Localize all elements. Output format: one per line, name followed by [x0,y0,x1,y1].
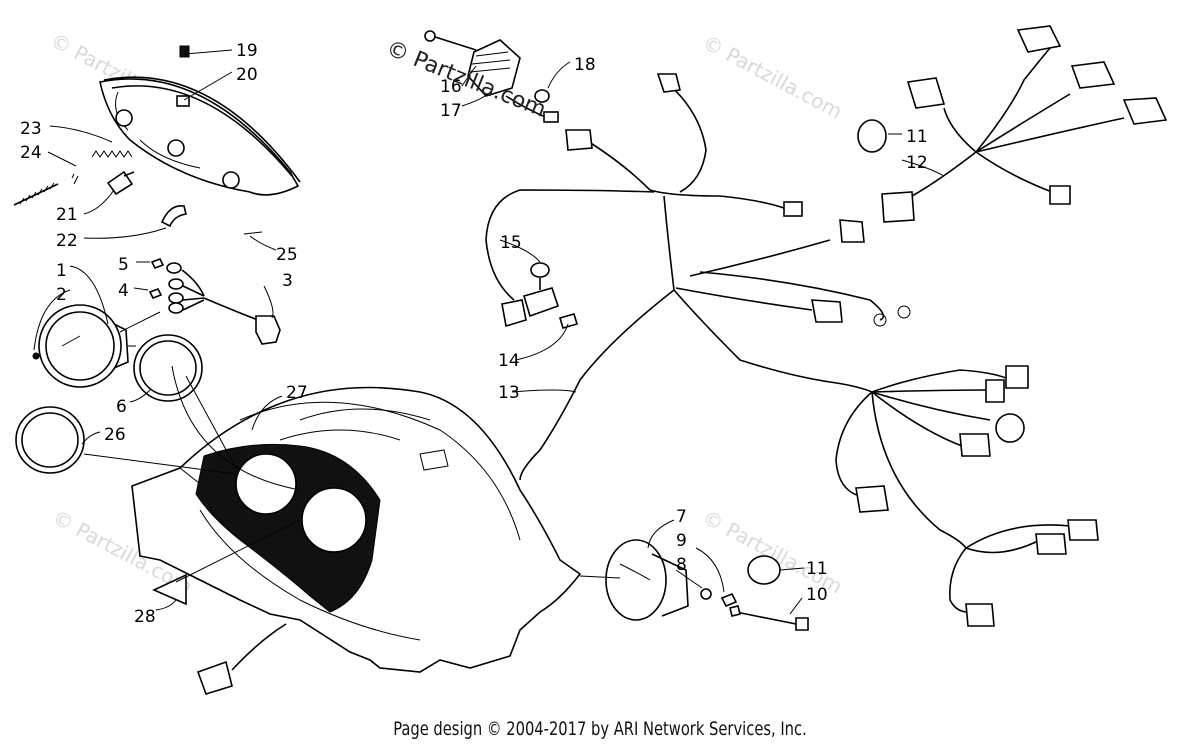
callout-11: 11 [906,127,928,147]
decal-triangle[interactable] [152,573,187,606]
callout-1: 1 [56,261,67,281]
wire-clamp[interactable] [857,119,887,153]
gauge-bezel-ring-large[interactable] [15,406,85,474]
callout-25: 25 [276,245,298,265]
callout-16: 16 [440,77,462,97]
leader-lines [33,49,945,615]
callout-22: 22 [56,231,78,251]
housing-nut[interactable] [720,592,738,608]
fuse-holder[interactable] [523,287,578,329]
callout-2: 2 [56,285,67,305]
callout-3: 3 [282,271,293,291]
callout-10: 10 [806,585,828,605]
adjust-screw[interactable] [13,173,79,206]
callout-20: 20 [236,65,258,85]
callout-17: 17 [440,101,462,121]
callout-21: 21 [56,205,78,225]
callout-12: 12 [906,153,928,173]
callout-19: 19 [236,41,258,61]
headlight-assembly[interactable] [99,45,301,196]
headlight-bulb[interactable] [106,170,135,196]
dash-connector[interactable] [196,623,287,695]
headlight-clip[interactable] [243,231,263,235]
callout-26: 26 [104,425,126,445]
callout-7: 7 [676,507,687,527]
headlight-harness[interactable] [881,25,1168,223]
housing-washer[interactable] [700,588,712,600]
callout-4: 4 [118,281,129,301]
adjust-spring[interactable] [91,150,133,158]
callout-18: 18 [574,55,596,75]
callout-11: 11 [806,559,828,579]
clamp-ring[interactable] [747,555,781,585]
gauge-bezel-ring[interactable] [133,334,203,402]
dash-panel[interactable] [131,386,582,673]
callout-8: 8 [676,555,687,575]
callout-6: 6 [116,397,127,417]
gauge-housing[interactable] [605,539,689,621]
gauge-harness[interactable] [181,269,281,345]
callout-15: 15 [500,233,522,253]
main-wiring-harness[interactable] [485,73,911,481]
callout-23: 23 [20,119,42,139]
callout-24: 24 [20,143,42,163]
bulb-boot[interactable] [160,205,187,228]
callout-27: 27 [286,383,308,403]
gauge-assembly[interactable] [32,304,136,388]
rear-harness-branch[interactable] [835,365,1099,627]
callout-9: 9 [676,531,687,551]
callout-5: 5 [118,255,129,275]
speedometer-cable[interactable] [729,605,809,631]
callout-14: 14 [498,351,520,371]
fuse[interactable] [530,262,550,290]
callout-labels: 19 20 23 24 21 22 25 1 2 5 4 3 6 26 27 2… [20,41,928,627]
voltage-regulator[interactable] [424,30,559,123]
gauge-bulbs[interactable] [148,257,184,314]
callout-28: 28 [134,607,156,627]
callout-13: 13 [498,383,520,403]
copyright-footer: Page design © 2004-2017 by ARI Network S… [393,718,807,740]
